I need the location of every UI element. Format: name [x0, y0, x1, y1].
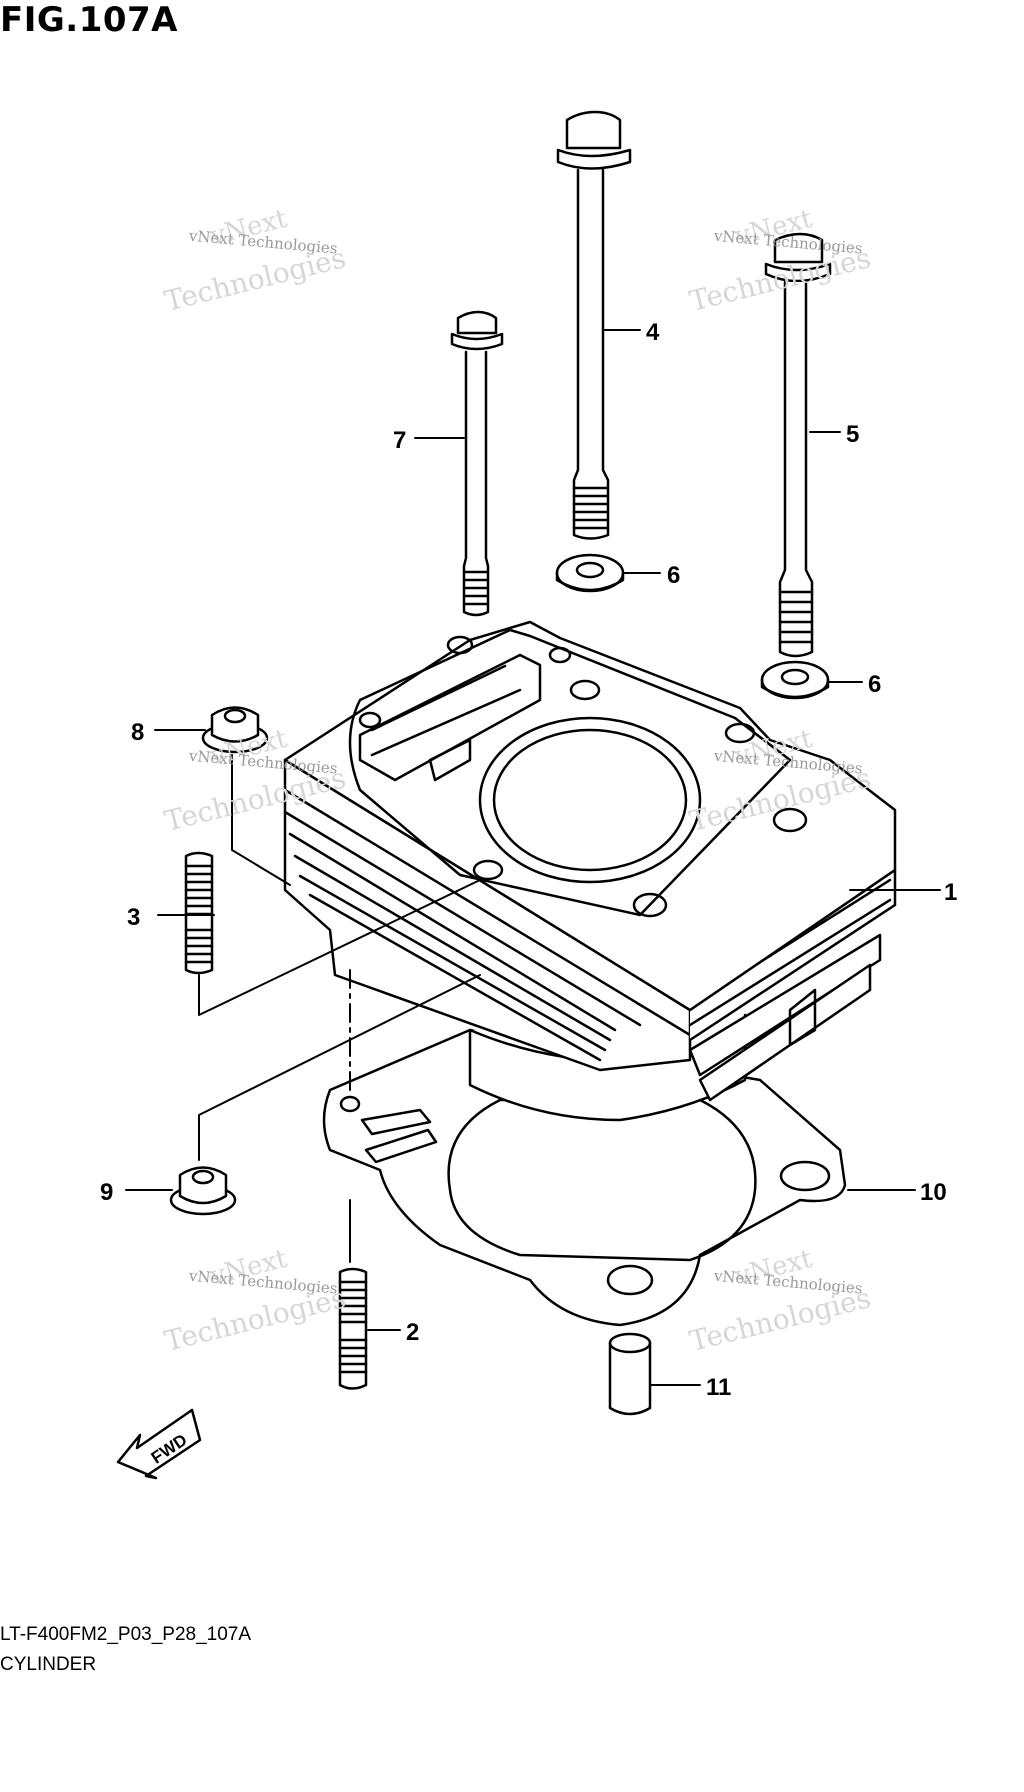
callout-3: 3	[127, 904, 140, 931]
watermark-technologies: Technologies	[686, 1281, 874, 1358]
callout-6-lower: 6	[868, 671, 881, 698]
callout-1: 1	[944, 879, 957, 906]
washer-6-upper	[555, 553, 625, 593]
callout-9: 9	[100, 1179, 113, 1206]
bolt-7	[450, 310, 504, 617]
flange-nut-9	[169, 1166, 237, 1216]
assembly-lines	[198, 754, 481, 1263]
cylinder-body	[283, 620, 897, 1122]
figure-code: LT-F400FM2_P03_P28_107A	[0, 1624, 252, 1645]
callout-5: 5	[846, 421, 859, 448]
washer-6-lower	[760, 660, 830, 700]
flange-nut-8	[201, 706, 269, 754]
callout-8: 8	[131, 719, 144, 746]
watermark-technologies: Technologies	[161, 1281, 349, 1358]
cylinder-base-gasket	[322, 1028, 847, 1327]
figure-caption: LT-F400FM2_P03_P28_107A CYLINDER	[0, 1620, 251, 1680]
callout-7: 7	[393, 427, 406, 454]
callout-2: 2	[406, 1319, 419, 1346]
figure-name: CYLINDER	[0, 1654, 97, 1675]
bolt-4	[556, 110, 632, 540]
bolt-5	[764, 232, 832, 658]
callout-10: 10	[920, 1179, 947, 1206]
callout-leaders	[125, 329, 941, 1386]
callout-4: 4	[646, 319, 660, 346]
callout-11: 11	[706, 1374, 731, 1401]
callout-6-upper: 6	[667, 562, 680, 589]
dowel-pin-11	[608, 1332, 652, 1416]
fwd-arrow-icon: FWD	[116, 1408, 202, 1480]
watermark-technologies: Technologies	[161, 241, 349, 318]
stud-2	[338, 1267, 368, 1390]
stud-3	[184, 851, 214, 975]
figure-title: FIG.107A	[0, 0, 178, 40]
